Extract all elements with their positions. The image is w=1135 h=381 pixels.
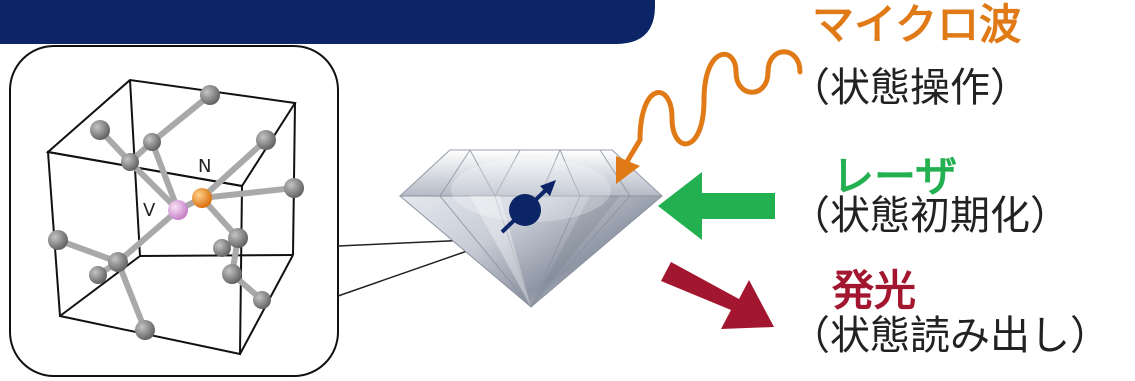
carbon-atom <box>228 228 248 248</box>
carbon-atom <box>89 266 107 284</box>
emission-description: （状態読み出し） <box>790 316 1110 356</box>
laser-title: レーザ <box>832 156 957 198</box>
carbon-atom <box>213 239 231 257</box>
header-band <box>0 0 655 44</box>
nitrogen-atom <box>192 188 212 208</box>
laser-description: （状態初期化） <box>790 196 1070 236</box>
microwave-arrow <box>616 52 800 184</box>
emission-title: 発光 <box>832 270 916 312</box>
nitrogen-label: N <box>198 158 211 176</box>
carbon-atom <box>284 178 304 198</box>
emission-arrow <box>661 262 774 329</box>
carbon-atom <box>200 85 220 105</box>
carbon-atom <box>143 133 161 151</box>
vacancy-label: V <box>143 202 155 220</box>
zoom-connector <box>338 240 470 296</box>
vacancy-atom <box>168 200 188 220</box>
microwave-title: マイクロ波 <box>812 4 1021 46</box>
carbon-atom <box>222 264 242 284</box>
carbon-atom <box>121 153 139 171</box>
microwave-description: （状態操作） <box>790 68 1030 108</box>
carbon-atom <box>108 252 128 272</box>
carbon-atom <box>90 120 110 140</box>
laser-arrow <box>658 172 775 240</box>
carbon-atom <box>253 291 271 309</box>
carbon-atom <box>256 130 276 150</box>
carbon-atom <box>48 230 68 250</box>
carbon-atom <box>135 320 155 340</box>
